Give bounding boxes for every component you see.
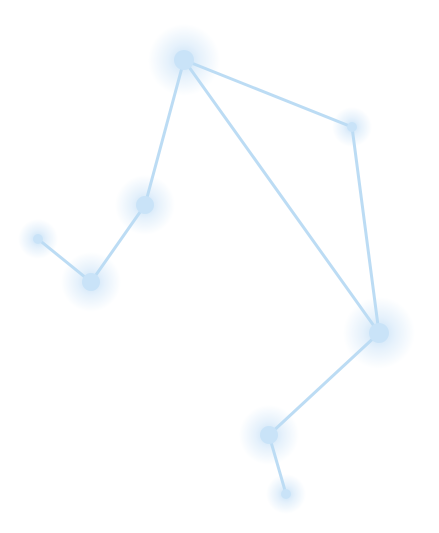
star-4 xyxy=(33,234,43,244)
connection-lines xyxy=(36,58,381,496)
star-7 xyxy=(260,426,278,444)
star-1 xyxy=(174,50,194,70)
star-3 xyxy=(136,196,154,214)
connection-star-5-star-4 xyxy=(36,237,93,284)
star-6 xyxy=(369,323,389,343)
star-5 xyxy=(82,273,100,291)
connection-star-1-star-3 xyxy=(143,58,186,207)
star-8 xyxy=(281,489,291,499)
star-2 xyxy=(347,122,357,132)
connection-star-1-star-2 xyxy=(182,58,354,129)
connection-star-6-star-7 xyxy=(267,331,381,437)
connection-star-2-star-6 xyxy=(350,125,381,335)
stars xyxy=(33,50,389,499)
connection-star-1-star-6 xyxy=(182,58,381,335)
connection-star-7-star-8 xyxy=(267,433,288,496)
connection-star-3-star-5 xyxy=(89,203,147,284)
